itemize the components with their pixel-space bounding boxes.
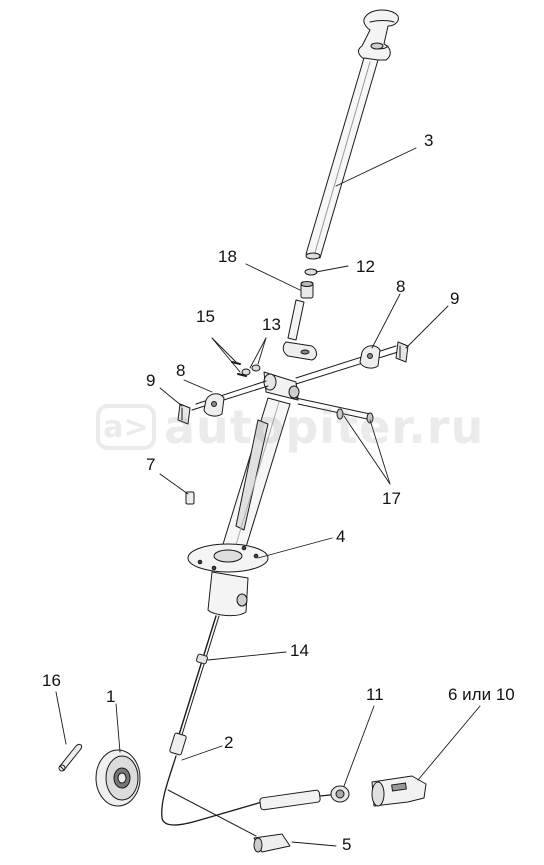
screws-15 — [231, 361, 247, 377]
bushing-18 — [300, 281, 314, 299]
flange-4 — [187, 543, 269, 573]
label-16: 16 — [42, 671, 61, 690]
label-18: 18 — [218, 247, 237, 266]
bracket-8-left — [203, 393, 225, 417]
label-12: 12 — [356, 257, 375, 276]
label-17: 17 — [382, 489, 401, 508]
clip-9-right — [395, 341, 409, 363]
label-8-right: 8 — [396, 277, 406, 296]
label-13: 13 — [262, 315, 281, 334]
cross-shaft-left — [191, 380, 269, 411]
lever-tube — [305, 57, 379, 260]
control-cable — [161, 615, 341, 837]
lower-sleeve — [207, 571, 249, 617]
pivot-housing — [263, 371, 300, 401]
label-5: 5 — [342, 835, 352, 854]
label-4: 4 — [336, 527, 346, 546]
label-7: 7 — [146, 455, 156, 474]
label-1: 1 — [106, 687, 116, 706]
pin-7 — [185, 491, 195, 505]
upper-link — [282, 299, 317, 361]
column-body — [219, 397, 291, 561]
label-11: 11 — [366, 685, 384, 704]
cotter-pin-16 — [58, 743, 83, 772]
label-6-or-10: 6 или 10 — [448, 685, 515, 704]
label-2: 2 — [224, 733, 234, 752]
bracket-8-right — [359, 345, 381, 369]
label-9-right: 9 — [450, 289, 460, 308]
pulley-1 — [95, 749, 141, 807]
sleeve-5 — [253, 833, 291, 853]
label-15: 15 — [196, 307, 215, 326]
label-9-left: 9 — [146, 371, 156, 390]
clip-9-left — [177, 403, 191, 425]
washer-12 — [304, 268, 318, 276]
clevis-fork — [371, 775, 427, 807]
label-14: 14 — [290, 641, 309, 660]
label-8-left: 8 — [176, 361, 186, 380]
lever-handle — [358, 9, 399, 61]
pin-17 — [295, 397, 374, 424]
label-3: 3 — [424, 131, 434, 150]
nut-11 — [330, 785, 350, 803]
leader-lines — [55, 147, 481, 847]
